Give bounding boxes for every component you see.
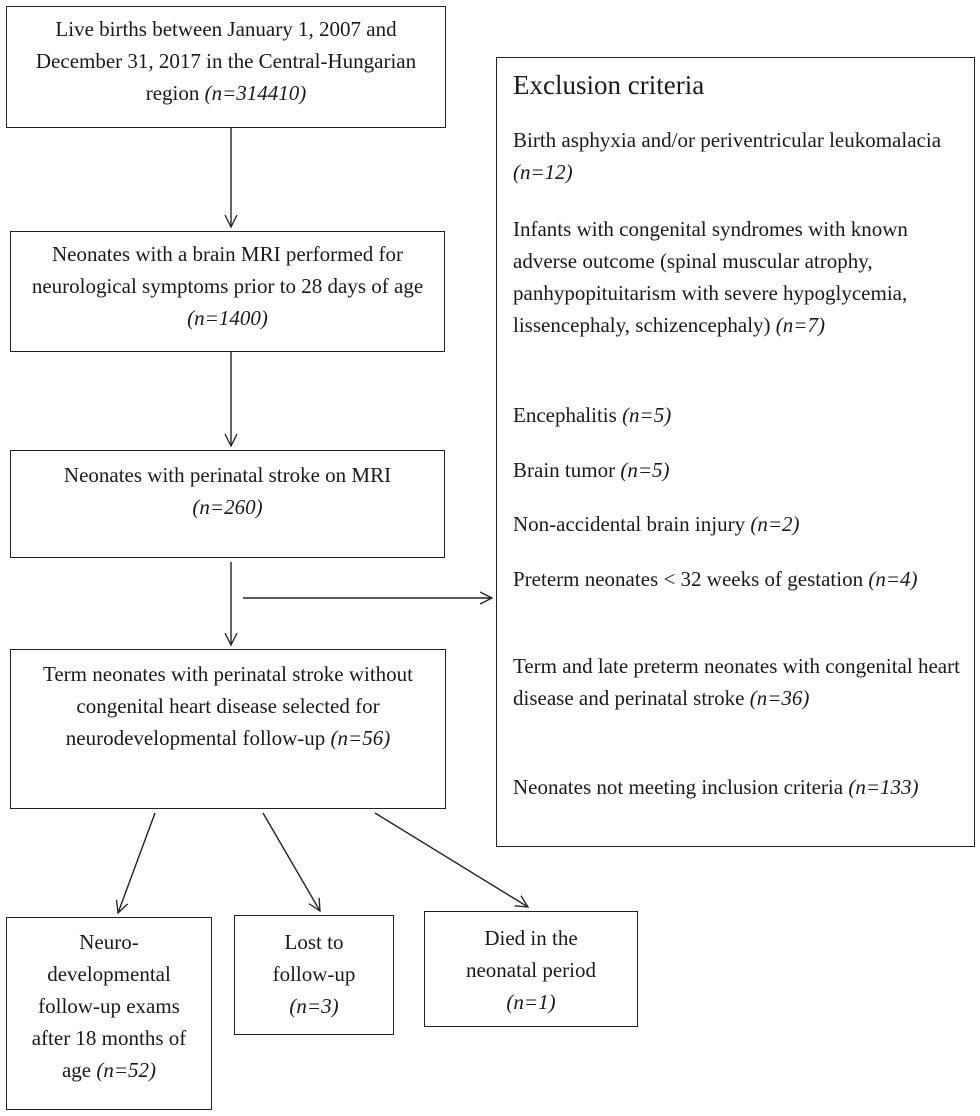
exclusion-item: Preterm neonates < 32 weeks of gestation… <box>513 567 918 591</box>
exclusion-item: Non-accidental brain injury (n=2) <box>513 512 800 536</box>
live-births-box: Live births between January 1, 2007 and … <box>6 6 446 128</box>
mri-count: (n=1400) <box>187 306 268 330</box>
live-births-count: (n=314410) <box>204 81 307 105</box>
exclusion-item: Encephalitis (n=5) <box>513 403 672 427</box>
exclusion-item: Neonates not meeting inclusion criteria … <box>513 775 919 799</box>
lost-to-followup-box: Lost to follow-up (n=3) <box>234 915 394 1035</box>
exclusion-item: Infants with congenital syndromes with k… <box>513 217 908 337</box>
exclusion-criteria-title: Exclusion criteria <box>513 70 705 100</box>
mri-box: Neonates with a brain MRI performed for … <box>10 231 445 352</box>
followup-exams-box: Neuro-developmental follow-up exams afte… <box>6 917 212 1110</box>
term-neonates-text: Term neonates with perinatal stroke with… <box>42 662 413 750</box>
lost-to-followup-count: (n=3) <box>289 994 339 1018</box>
died-count: (n=1) <box>506 990 556 1014</box>
followup-exams-text: Neuro-developmental follow-up exams afte… <box>31 930 187 1082</box>
term-neonates-box: Term neonates with perinatal stroke with… <box>10 649 446 809</box>
exclusion-item: Brain tumor (n=5) <box>513 458 670 482</box>
mri-text: Neonates with a brain MRI performed for … <box>31 242 424 298</box>
arrow-term-to-lost <box>262 812 320 911</box>
followup-exams-count: (n=52) <box>96 1058 157 1082</box>
term-neonates-count: (n=56) <box>330 726 391 750</box>
died-box: Died in the neonatal period (n=1) <box>424 911 638 1027</box>
arrow-term-to-followup <box>118 812 156 913</box>
lost-to-followup-text: Lost to follow-up <box>272 930 356 986</box>
exclusion-criteria-box: Exclusion criteria Birth asphyxia and/or… <box>496 57 975 847</box>
exclusion-item: Birth asphyxia and/or periventricular le… <box>513 128 942 184</box>
stroke-box: Neonates with perinatal stroke on MRI (n… <box>10 450 445 558</box>
stroke-text: Neonates with perinatal stroke on MRI <box>63 463 392 487</box>
exclusion-item: Term and late preterm neonates with cong… <box>513 654 960 710</box>
stroke-count: (n=260) <box>192 495 263 519</box>
died-text: Died in the neonatal period <box>465 926 597 982</box>
live-births-text: Live births between January 1, 2007 and … <box>35 17 417 105</box>
